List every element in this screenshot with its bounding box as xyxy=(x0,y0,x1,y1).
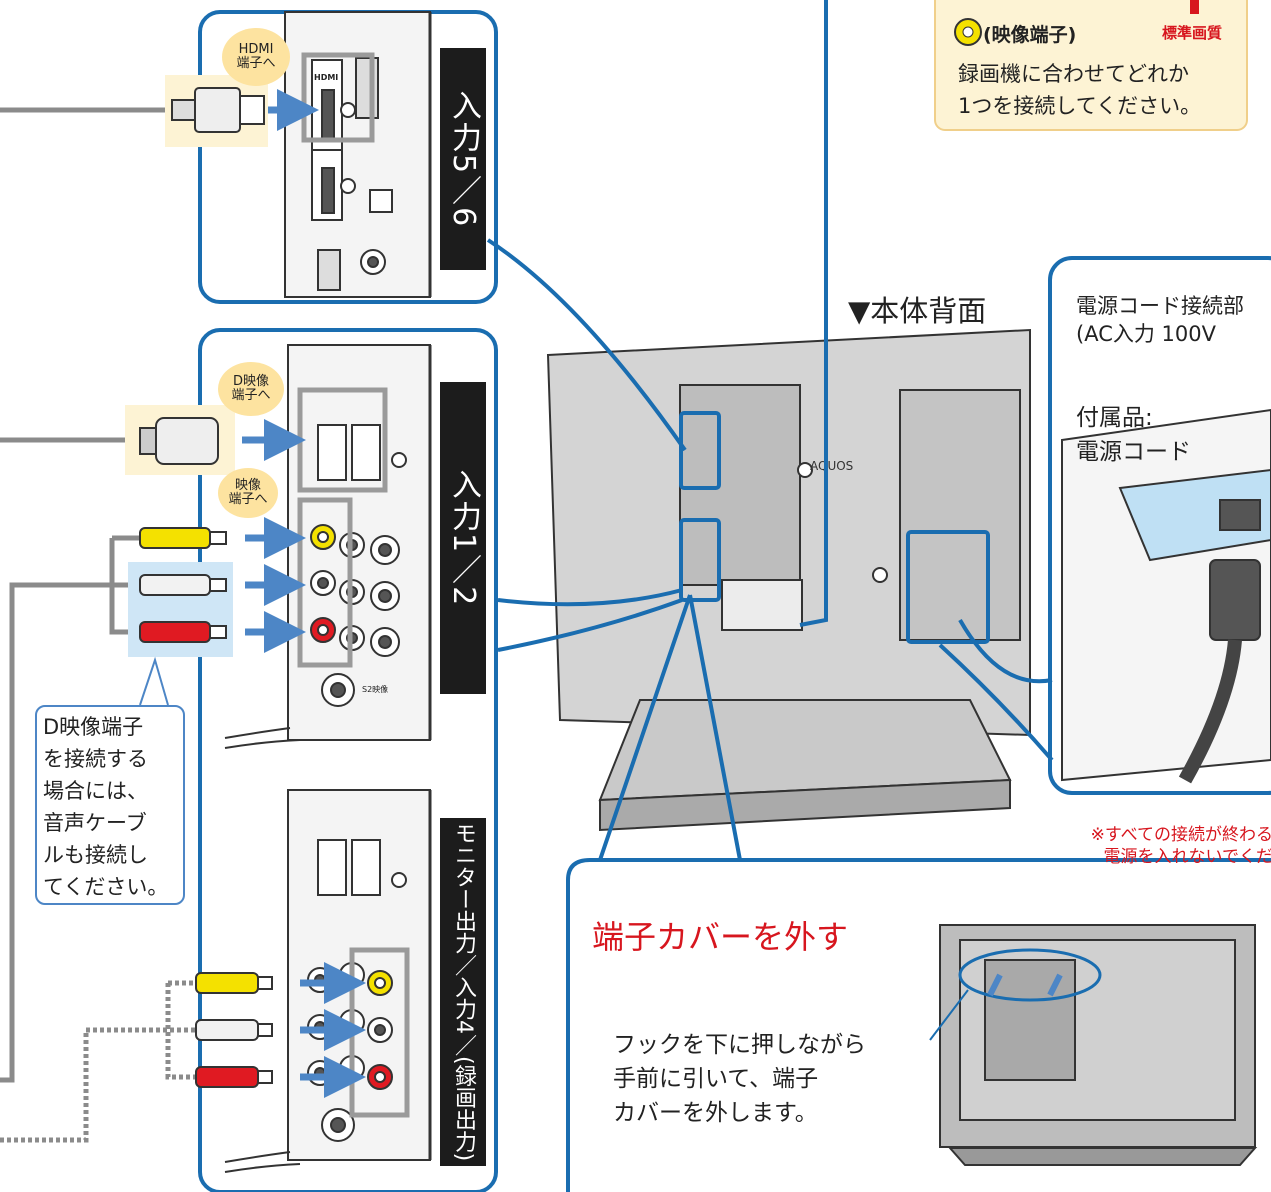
rca-red xyxy=(139,621,227,643)
rca-yellow-out xyxy=(195,972,259,994)
back-title: ▼本体背面 xyxy=(848,294,987,328)
video-tag: 映像 端子へ xyxy=(218,468,278,518)
tv-back xyxy=(546,328,1031,832)
cover-image xyxy=(939,924,1258,1166)
hdmi-tag: HDMI 端子へ xyxy=(222,28,290,86)
monitor-label: モニター出力／入力4／(録画出力) xyxy=(440,818,486,1166)
recorder-note-box xyxy=(934,0,1248,131)
tv-logo: AQUOS xyxy=(810,459,853,473)
tv-input-highlight xyxy=(679,518,721,602)
hdmi-plug xyxy=(171,87,265,133)
tv-hdmi-highlight xyxy=(679,411,721,490)
jack-label-hdmi: HDMI xyxy=(314,73,339,82)
d-tag: D映像 端子へ xyxy=(218,362,284,416)
cable-lines xyxy=(0,107,190,1083)
callout-pointer xyxy=(139,656,169,706)
red-marker xyxy=(1190,0,1199,14)
recorder-note: 録画機に合わせてどれか 1つを接続してください。 xyxy=(958,62,1202,118)
rca-yellow xyxy=(139,527,227,549)
rca-white-out xyxy=(195,1019,259,1041)
power-detail xyxy=(1061,408,1271,784)
tv-power-highlight xyxy=(906,530,990,644)
video-jack-label: (映像端子) xyxy=(983,24,1077,46)
d-plug xyxy=(139,417,219,465)
d-note: D映像端子 を接続する 場合には、 音声ケーブ ルも接続し てください。 xyxy=(35,705,185,905)
cover-description: フックを下に押しながら 手前に引いて、端子 カバーを外します。 xyxy=(613,1032,866,1126)
input12-label: 入力1／2 xyxy=(440,382,486,694)
std-quality-label: 標準画質 xyxy=(1162,24,1223,42)
accessory-label: 付属品: xyxy=(1076,405,1153,431)
input12-panel xyxy=(287,344,432,741)
hdmi-panel xyxy=(284,11,432,298)
cover-title: 端子カバーを外す xyxy=(592,918,849,956)
rca-red-out xyxy=(195,1066,259,1088)
cover-arrow-2 xyxy=(1047,973,1063,997)
connector-lines xyxy=(486,0,1054,861)
cover-arrow-1 xyxy=(987,973,1003,997)
jack-label-s2: S2映像 xyxy=(362,685,389,694)
warning-note: ※すべての接続が終わるま 電源を入れないでくださ xyxy=(1090,825,1271,867)
input56-label: 入力5／6 xyxy=(440,48,486,270)
power-title: 電源コード接続部 (AC入力 100V xyxy=(1076,294,1244,346)
rca-white xyxy=(139,574,227,596)
power-cord-label: 電源コード xyxy=(1076,439,1191,465)
dashed-cable-lines xyxy=(0,980,195,1143)
